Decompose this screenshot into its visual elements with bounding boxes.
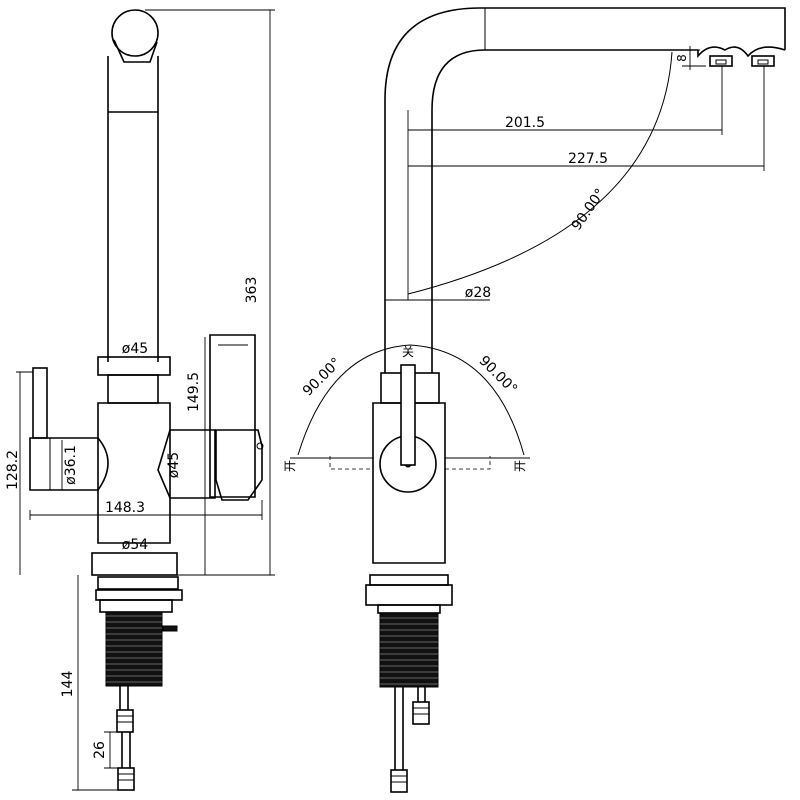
front-view-dimensions: 201.5 227.5 ø28 90.00° 90.00° 90.00° 8 开…: [283, 46, 765, 472]
spout-outlets: [697, 46, 786, 67]
front-body: [300, 364, 520, 564]
symbol-hot-right: 开: [513, 460, 527, 472]
dim-collar-diameter: ø45: [122, 341, 148, 357]
dim-spout-swivel-angle: 90.00°: [569, 186, 609, 234]
spout-swivel-arc: [407, 51, 673, 295]
dim-handle-angle-right: 90.00°: [476, 353, 521, 398]
handle-rotation-arc: [297, 344, 525, 456]
side-view-dimensions: 363 149.5 128.2 148.3 ø36.1 ø45 ø45 ø54 …: [5, 9, 275, 791]
dim-base-diameter: ø54: [122, 537, 148, 553]
collar: [97, 356, 171, 404]
symbol-cold-top: 关: [402, 345, 414, 359]
front-shank: [379, 612, 439, 793]
symbol-hot-left: 开: [283, 460, 297, 472]
dim-overall-height: 363: [244, 277, 260, 304]
spout-top-cap: [111, 9, 159, 63]
base-plate: [91, 552, 183, 613]
dim-body-width: 148.3: [105, 500, 145, 516]
dim-outlet-height: 8: [675, 54, 689, 62]
dim-spout-diameter: ø28: [465, 285, 491, 301]
faucet-body: [29, 334, 264, 544]
threaded-shank: [105, 611, 178, 687]
dim-handle-diameter: ø45: [166, 452, 182, 478]
dim-spout-reach-inner: 201.5: [505, 115, 545, 131]
hose-fittings: [116, 686, 135, 791]
dim-body-height: 128.2: [5, 450, 21, 490]
dim-hose-fitting-length: 26: [92, 741, 108, 759]
dim-spout-reach-outer: 227.5: [568, 151, 608, 167]
dim-handle-angle-left: 90.00°: [300, 355, 345, 400]
spout-tube: [384, 7, 786, 373]
front-view: [290, 7, 786, 793]
dim-body-diameter: ø36.1: [63, 445, 79, 485]
dim-shank-length: 144: [60, 671, 76, 698]
front-base: [365, 574, 453, 614]
side-view: [29, 9, 264, 791]
dim-handle-offset: 149.5: [186, 372, 202, 412]
spout-column: [107, 56, 159, 362]
